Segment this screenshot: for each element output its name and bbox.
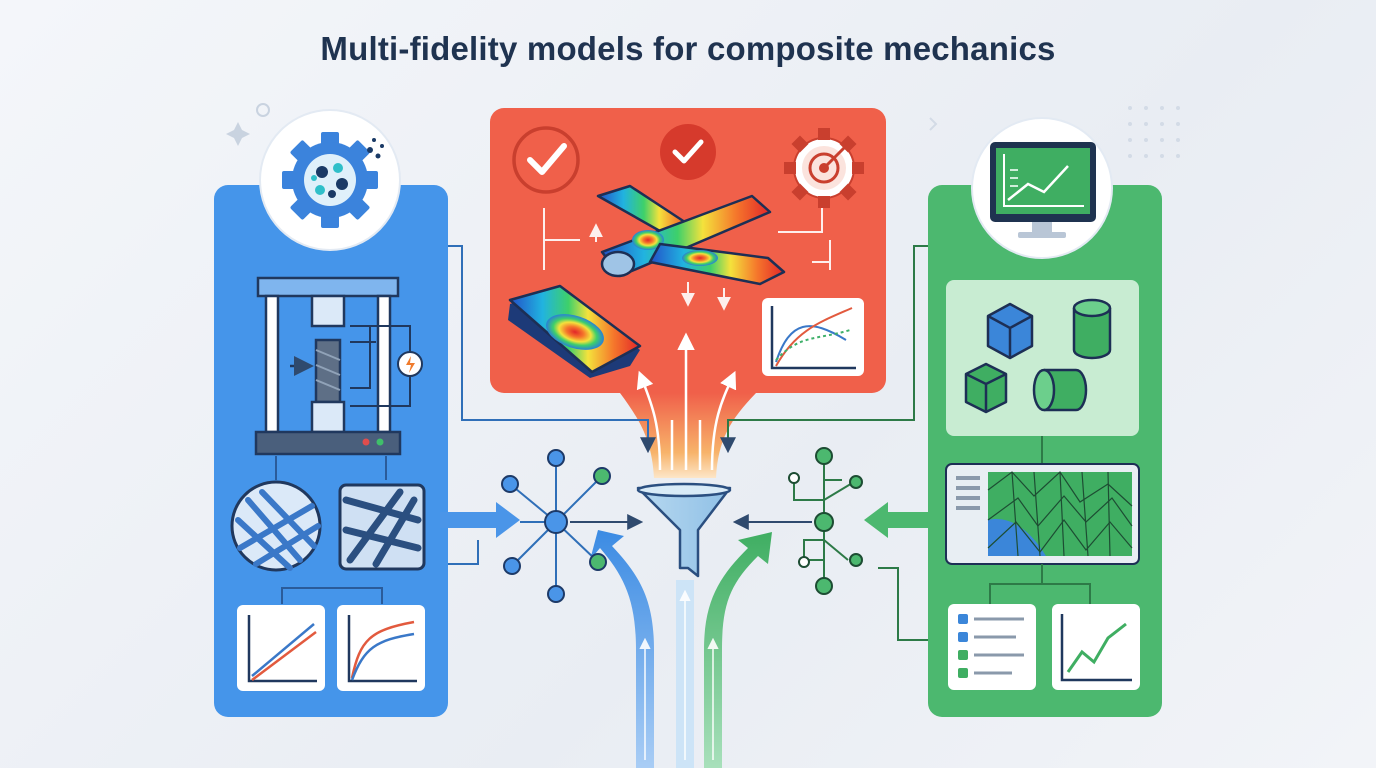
right-panel — [928, 117, 1162, 717]
cylinder-icon — [1072, 298, 1112, 360]
left-input-arrow — [440, 502, 520, 538]
gear-target-icon — [784, 128, 864, 208]
nonlinear-chart-icon — [337, 605, 425, 691]
cube-icon — [986, 302, 1034, 360]
curve-fit-chart-icon — [762, 298, 864, 376]
monitor-chart-icon — [971, 117, 1113, 259]
check-icon — [512, 126, 580, 194]
tensile-test-machine-icon — [254, 276, 411, 456]
lightning-icon — [406, 356, 415, 373]
ring-decoration — [256, 103, 270, 117]
woven-microstructure-icon — [338, 483, 426, 571]
aircraft-stress-icon — [596, 184, 786, 286]
geometry-box — [946, 280, 1139, 436]
gear-particles-icon — [259, 109, 401, 251]
checklist-icon — [948, 604, 1036, 690]
dot-grid-decoration — [1128, 106, 1180, 158]
center-panel — [490, 108, 886, 478]
sparkle-icon — [226, 122, 250, 146]
page-title: Multi-fidelity models for composite mech… — [320, 30, 1056, 67]
trend-chart-icon — [1052, 604, 1140, 690]
left-neural-network-icon — [501, 449, 644, 603]
horizontal-cylinder-icon — [1032, 368, 1088, 412]
right-neural-network-icon — [732, 447, 863, 595]
linear-chart-icon — [237, 605, 325, 691]
left-panel — [214, 109, 448, 717]
right-input-arrow — [864, 502, 928, 538]
funnel-icon — [636, 482, 732, 578]
plate-stress-icon — [508, 284, 642, 378]
chevron-decoration — [929, 117, 938, 131]
blue-flow-stream — [590, 530, 654, 768]
mesh-screen-icon — [945, 463, 1140, 565]
green-cube-icon — [964, 362, 1008, 414]
green-flow-stream — [704, 532, 772, 768]
check-badge-icon — [660, 124, 716, 180]
fiber-cross-section-icon — [230, 480, 322, 572]
